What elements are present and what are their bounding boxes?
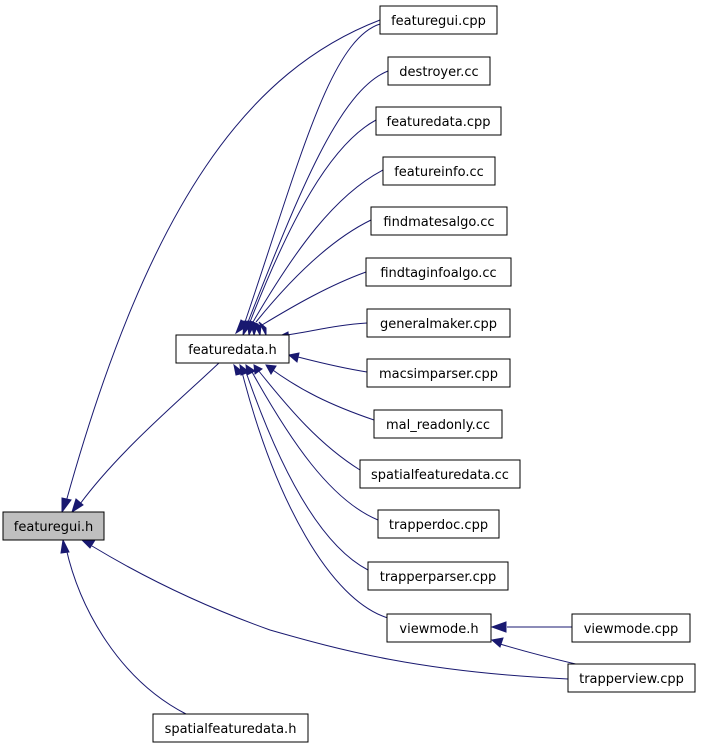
node-label: findmatesalgo.cc bbox=[383, 215, 494, 230]
node-findmatesalgo-cc[interactable]: findmatesalgo.cc bbox=[370, 206, 508, 236]
arrowhead bbox=[71, 498, 84, 514]
edge-featuregui-cpp-to-featuredata-h bbox=[244, 23, 381, 323]
node-label: trapperview.cpp bbox=[579, 672, 684, 687]
arrowhead bbox=[251, 320, 262, 337]
node-featuregui-h[interactable]: featuregui.h bbox=[2, 511, 105, 541]
arrowhead bbox=[61, 497, 72, 514]
node-label: featuregui.h bbox=[14, 520, 93, 535]
node-viewmode-cpp[interactable]: viewmode.cpp bbox=[571, 613, 691, 643]
node-label: spatialfeaturedata.h bbox=[165, 722, 297, 737]
edge-spatialfeaturedata-h-to-featuregui-h bbox=[65, 547, 187, 715]
edge-spatialfeaturedata-cc-to-featuredata-h bbox=[257, 369, 361, 471]
arrowhead bbox=[233, 363, 246, 376]
arrowhead bbox=[287, 352, 300, 363]
edge-viewmode-h-to-featuredata-h bbox=[241, 371, 389, 619]
node-trapperview-cpp[interactable]: trapperview.cpp bbox=[567, 663, 696, 693]
node-viewmode-h[interactable]: viewmode.h bbox=[386, 613, 492, 643]
nodes: featuregui.h featuredata.h viewmode.h sp… bbox=[2, 5, 696, 743]
node-featuredata-h[interactable]: featuredata.h bbox=[175, 334, 290, 364]
node-label: featuregui.cpp bbox=[391, 14, 486, 29]
node-featureinfo-cc[interactable]: featureinfo.cc bbox=[382, 156, 496, 186]
arrowhead bbox=[265, 364, 277, 375]
edge-trapperview-cpp-to-viewmode-h bbox=[499, 643, 581, 666]
edge-findmatesalgo-cc-to-featuredata-h bbox=[255, 219, 372, 323]
node-label: viewmode.cpp bbox=[584, 622, 679, 637]
node-label: featuredata.h bbox=[188, 343, 277, 358]
edge-findtaginfoalgo-cc-to-featuredata-h bbox=[261, 271, 367, 326]
node-label: destroyer.cc bbox=[399, 65, 478, 80]
edge-trapperview-cpp-to-featuregui-h bbox=[91, 545, 569, 680]
node-mal-readonly-cc[interactable]: mal_readonly.cc bbox=[373, 409, 503, 439]
arrowhead bbox=[60, 538, 70, 554]
node-generalmaker-cpp[interactable]: generalmaker.cpp bbox=[366, 308, 511, 338]
arrowheads bbox=[60, 319, 507, 648]
edge-trapperparser-cpp-to-featuredata-h bbox=[245, 371, 369, 571]
node-label: viewmode.h bbox=[399, 622, 478, 637]
node-label: featuredata.cpp bbox=[387, 115, 491, 130]
edge-featuredata-h-to-featuregui-h bbox=[79, 361, 221, 505]
node-label: findtaginfoalgo.cc bbox=[380, 266, 496, 281]
node-label: trapperdoc.cpp bbox=[389, 518, 488, 533]
node-label: generalmaker.cpp bbox=[380, 317, 497, 332]
edge-destroyer-cc-to-featuredata-h bbox=[247, 70, 389, 323]
node-destroyer-cc[interactable]: destroyer.cc bbox=[387, 56, 491, 86]
edge-trapperdoc-cpp-to-featuredata-h bbox=[251, 371, 379, 521]
arrowhead bbox=[245, 363, 256, 376]
node-spatialfeaturedata-h[interactable]: spatialfeaturedata.h bbox=[152, 713, 309, 743]
edge-featuredata-cpp-to-featuredata-h bbox=[249, 119, 377, 323]
arrowhead bbox=[490, 621, 507, 633]
node-label: spatialfeaturedata.cc bbox=[371, 468, 509, 483]
node-spatialfeaturedata-cc[interactable]: spatialfeaturedata.cc bbox=[359, 459, 521, 489]
edge-generalmaker-cpp-to-featuredata-h bbox=[279, 322, 368, 337]
node-findtaginfoalgo-cc[interactable]: findtaginfoalgo.cc bbox=[365, 257, 512, 287]
node-label: mal_readonly.cc bbox=[386, 418, 490, 433]
node-featuredata-cpp[interactable]: featuredata.cpp bbox=[375, 106, 502, 136]
edge-featuregui-cpp-to-featuregui-h bbox=[65, 19, 381, 503]
node-label: macsimparser.cpp bbox=[379, 367, 498, 382]
node-trapperparser-cpp[interactable]: trapperparser.cpp bbox=[367, 561, 509, 591]
node-label: trapperparser.cpp bbox=[380, 570, 497, 585]
edge-macsimparser-cpp-to-featuredata-h bbox=[289, 354, 368, 373]
arrowhead bbox=[253, 364, 263, 375]
node-featuregui-cpp[interactable]: featuregui.cpp bbox=[379, 5, 498, 35]
edge-mal-readonly-cc-to-featuredata-h bbox=[269, 367, 375, 421]
edge-featureinfo-cc-to-featuredata-h bbox=[252, 169, 384, 323]
node-label: featureinfo.cc bbox=[394, 165, 484, 180]
arrowhead bbox=[490, 637, 504, 648]
edges bbox=[65, 19, 581, 715]
node-macsimparser-cpp[interactable]: macsimparser.cpp bbox=[366, 358, 511, 388]
node-trapperdoc-cpp[interactable]: trapperdoc.cpp bbox=[377, 509, 500, 539]
arrowhead bbox=[258, 321, 267, 336]
